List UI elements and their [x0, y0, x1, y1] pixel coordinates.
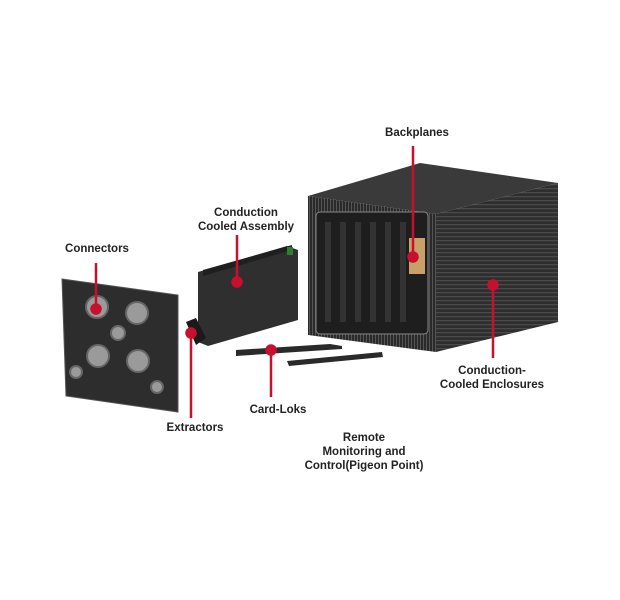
label-enclosures-line2: Cooled Enclosures — [439, 379, 545, 391]
conduction-cooled-assembly — [186, 245, 298, 346]
label-remote-line2: Monitoring and — [322, 446, 406, 458]
label-remote-line1: Remote — [342, 432, 386, 444]
label-remote-line3: Control(Pigeon Point) — [304, 460, 424, 472]
label-assembly-line1: Conduction — [214, 207, 278, 219]
label-card-loks: Card-Loks — [249, 404, 307, 416]
label-remote-monitoring: Remote Monitoring and Control(Pigeon Poi… — [305, 431, 424, 473]
label-enclosures-line1: Conduction- — [458, 365, 526, 377]
connector-panel — [61, 278, 179, 413]
card-loks — [236, 344, 383, 366]
label-enclosures: Conduction- Cooled Enclosures — [440, 364, 544, 392]
label-assembly: Conduction Cooled Assembly — [198, 206, 294, 234]
conduction-cooled-enclosure — [308, 163, 558, 352]
label-extractors: Extractors — [166, 422, 224, 434]
label-connectors: Connectors — [65, 243, 129, 255]
label-backplanes: Backplanes — [385, 127, 449, 139]
label-assembly-line2: Cooled Assembly — [197, 221, 295, 233]
